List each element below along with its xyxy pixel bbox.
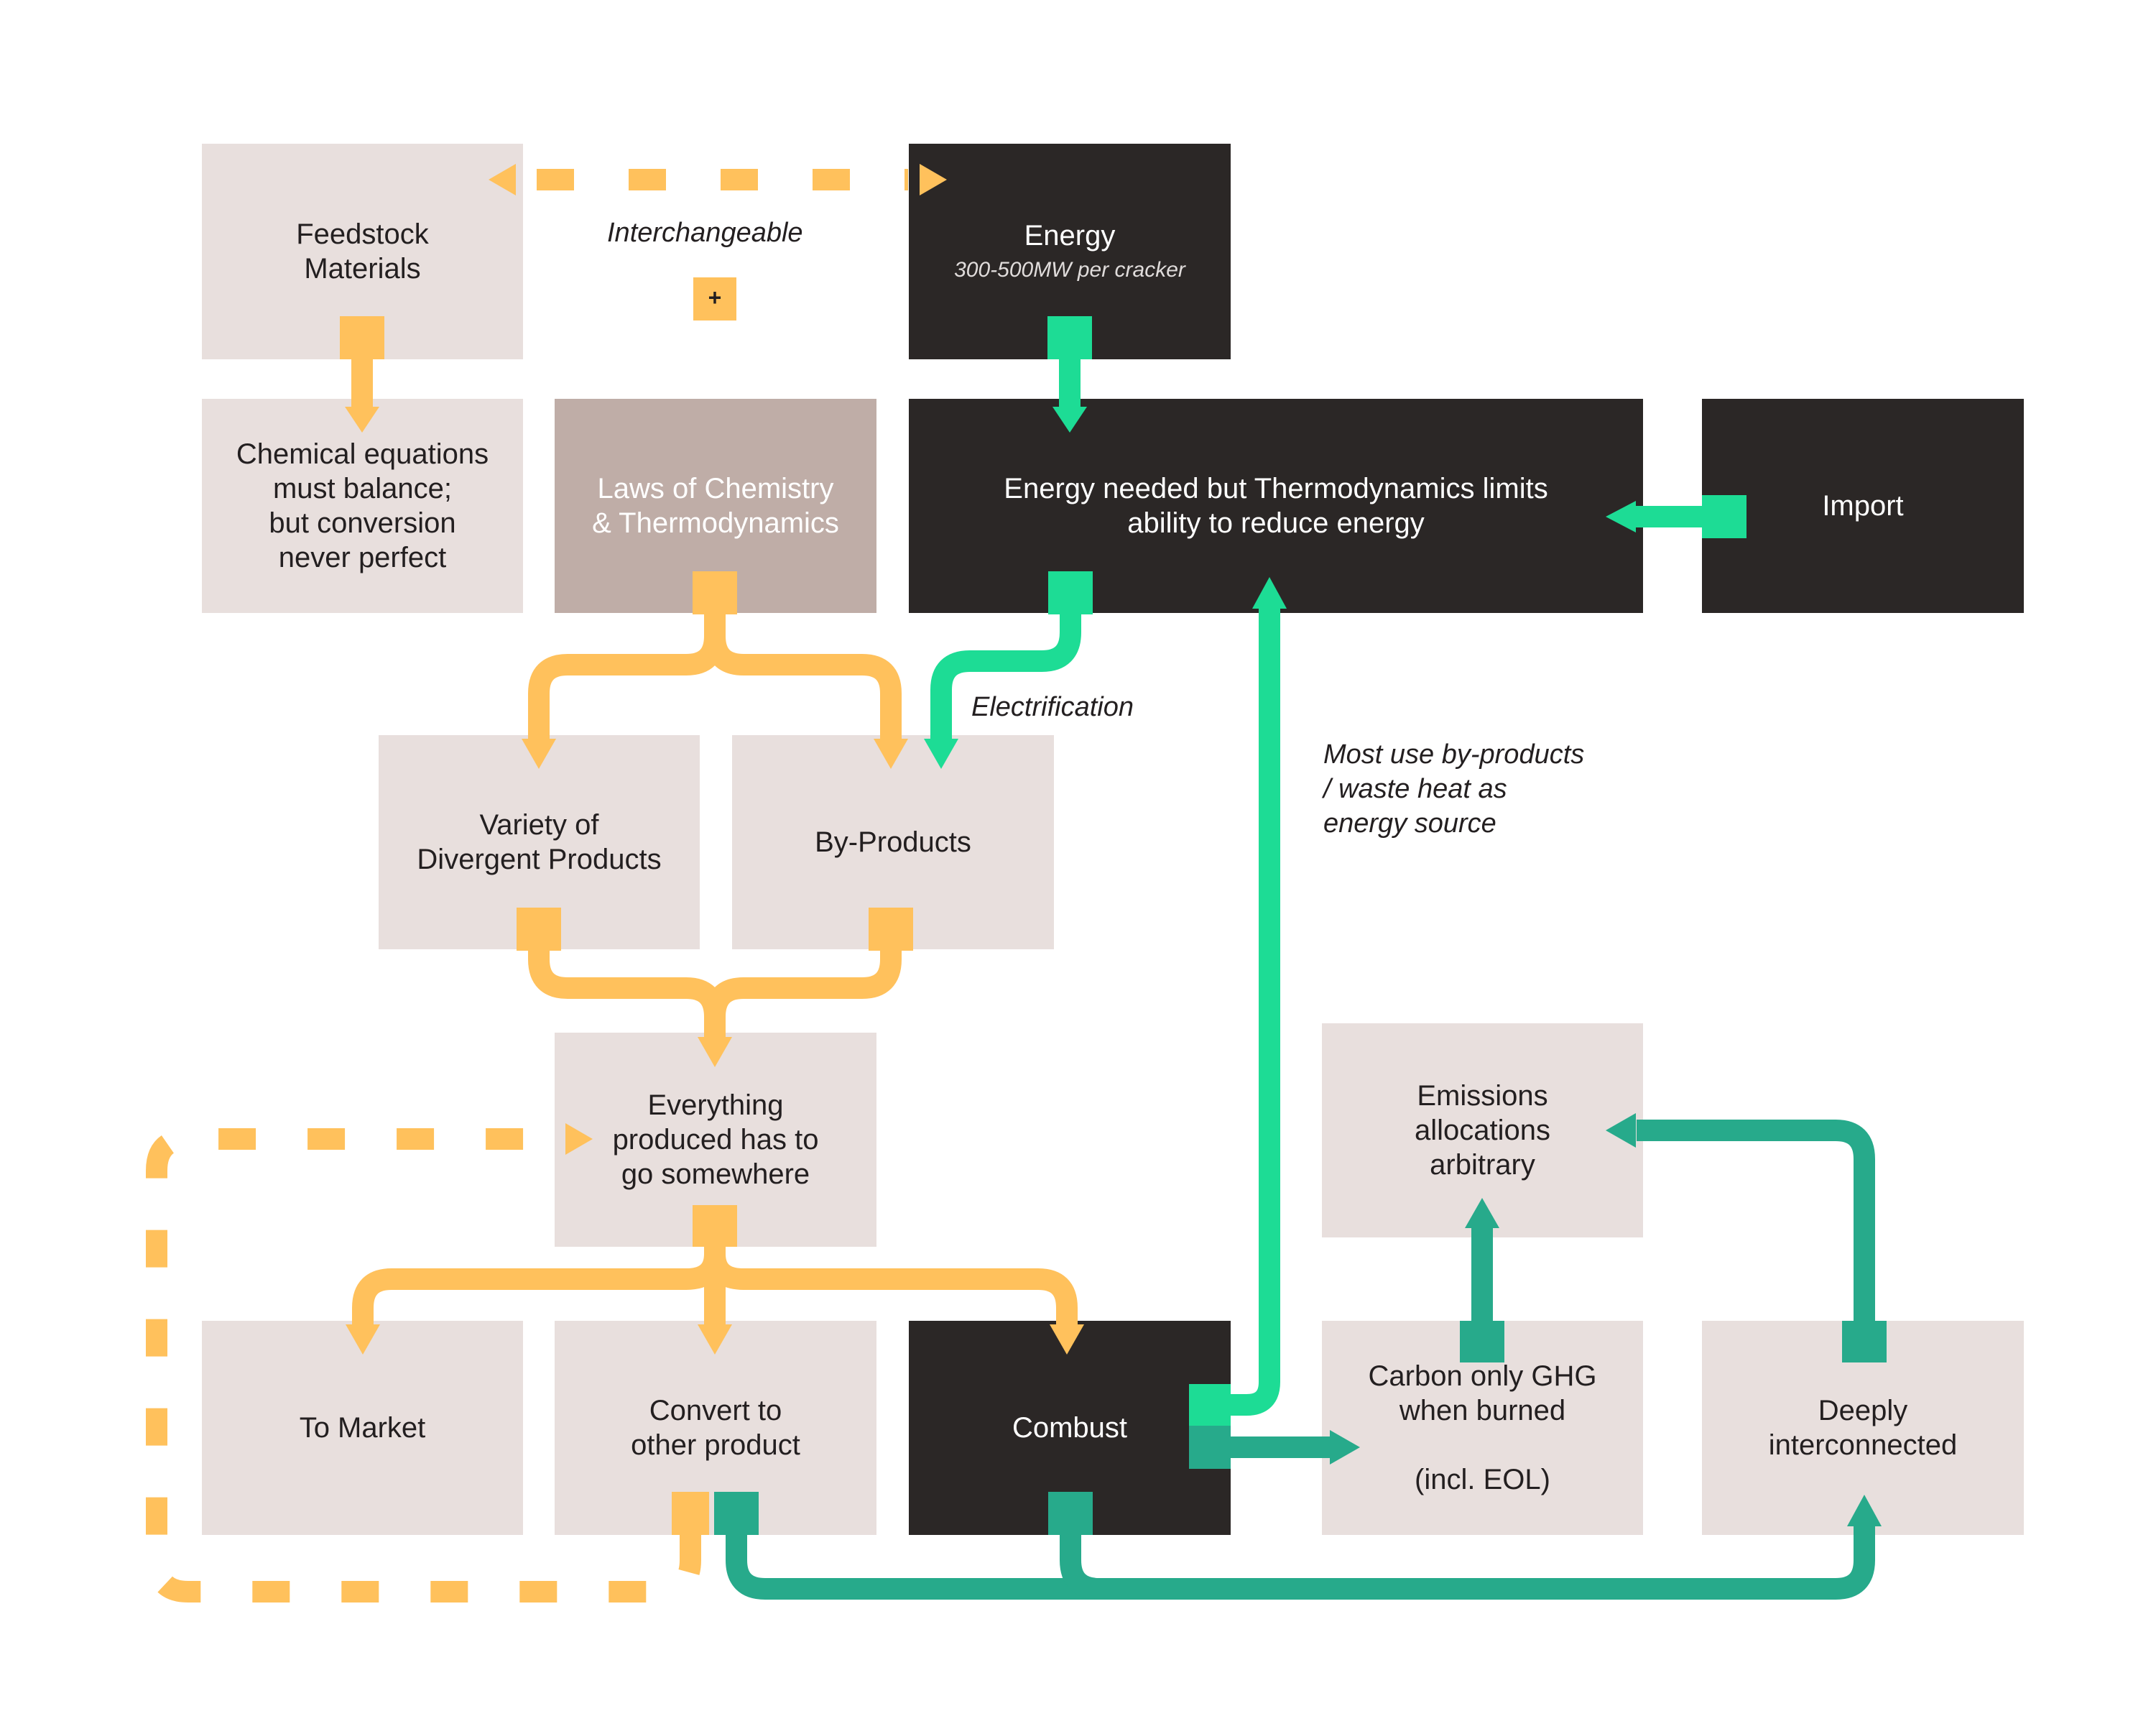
connector-tab bbox=[1189, 1384, 1231, 1426]
node-label: Combust bbox=[1012, 1412, 1128, 1444]
connector-tab bbox=[869, 908, 913, 951]
connector-tab bbox=[1048, 571, 1093, 614]
connector-tab bbox=[693, 1205, 737, 1247]
arrowhead-left bbox=[1606, 1113, 1636, 1148]
branch-to-market bbox=[352, 1247, 726, 1326]
connector-tab bbox=[1048, 1492, 1093, 1535]
node-everything-produced: Everything produced has to go somewhere bbox=[555, 1033, 876, 1247]
most-use-by-products-label: Most use by-products / waste heat as ene… bbox=[1323, 739, 1585, 839]
interchangeable-label: Interchangeable bbox=[607, 218, 803, 248]
node-label: Feedstock Materials bbox=[296, 218, 429, 285]
arrowhead-down bbox=[1052, 407, 1087, 433]
node-label: Variety of Divergent Products bbox=[417, 809, 662, 875]
arrowhead-down bbox=[346, 1324, 380, 1355]
arrowhead-up bbox=[1252, 577, 1287, 609]
node-label: Energy needed but Thermodynamics limits … bbox=[1004, 473, 1548, 539]
node-label: Emissions allocations arbitrary bbox=[1414, 1080, 1550, 1181]
to-deeply-interconnected bbox=[726, 1526, 1875, 1600]
connector-tab bbox=[693, 571, 737, 614]
arrowhead-left bbox=[1606, 501, 1636, 532]
arrowhead-down bbox=[345, 407, 379, 433]
arrowhead-left bbox=[489, 164, 516, 195]
plus-sign: + bbox=[708, 285, 722, 310]
node-to-market: To Market bbox=[202, 1321, 523, 1535]
arrowhead-right bbox=[1330, 1430, 1360, 1465]
arrowhead-down bbox=[698, 1037, 732, 1067]
connector-tab bbox=[1189, 1426, 1231, 1469]
electrification-label: Electrification bbox=[971, 692, 1134, 722]
node-label: By-Products bbox=[815, 826, 971, 858]
arrowhead-down bbox=[698, 1324, 732, 1355]
plus-badge bbox=[693, 277, 736, 320]
node-energy: Energy 300-500MW per cracker bbox=[909, 144, 1231, 359]
electrification-line bbox=[930, 614, 1081, 740]
node-label: To Market bbox=[299, 1412, 426, 1444]
connector-tab bbox=[1842, 1321, 1887, 1362]
arrowhead-right bbox=[565, 1123, 593, 1155]
connector-tab bbox=[1460, 1321, 1504, 1362]
node-label: Import bbox=[1822, 490, 1904, 522]
arrowhead-down bbox=[522, 739, 556, 769]
recycle-dashed-loop bbox=[146, 1128, 701, 1602]
combust-join-line bbox=[1060, 1535, 1100, 1600]
node-label: Deeply interconnected bbox=[1768, 1395, 1958, 1461]
node-import: Import bbox=[1702, 399, 2024, 613]
node-sublabel: 300-500MW per cracker bbox=[954, 258, 1185, 282]
arrowhead-down bbox=[924, 739, 958, 769]
node-label: Chemical equations must balance; but con… bbox=[236, 438, 489, 573]
branch-to-by-products bbox=[704, 614, 902, 740]
connector-tab bbox=[714, 1492, 759, 1535]
node-emissions-allocations: Emissions allocations arbitrary bbox=[1322, 1023, 1643, 1237]
arrowhead-down bbox=[874, 739, 908, 769]
node-label: Laws of Chemistry & Thermodynamics bbox=[592, 473, 839, 539]
interconnected-to-emissions bbox=[1637, 1120, 1875, 1321]
node-chemical-equations: Chemical equations must balance; but con… bbox=[202, 399, 523, 613]
branch-to-combust bbox=[704, 1247, 1078, 1326]
arrowhead-down bbox=[1050, 1324, 1084, 1355]
connector-tab bbox=[517, 908, 561, 951]
branch-to-variety bbox=[528, 614, 726, 740]
merge-from-by-products bbox=[704, 951, 902, 1038]
node-label: Energy bbox=[1024, 220, 1116, 252]
waste-heat-return-line bbox=[1231, 607, 1280, 1416]
connector-tab bbox=[672, 1492, 709, 1535]
node-label: Everything produced has to go somewhere bbox=[612, 1089, 819, 1190]
node-label: Carbon only GHG when burned (incl. EOL) bbox=[1368, 1360, 1597, 1495]
connector-tab bbox=[1702, 495, 1746, 538]
node-energy-needed: Energy needed but Thermodynamics limits … bbox=[909, 399, 1643, 613]
arrowhead-right bbox=[920, 164, 947, 195]
connector-tab bbox=[340, 316, 384, 359]
node-label: Convert to other product bbox=[631, 1395, 800, 1461]
merge-from-variety bbox=[528, 951, 726, 1038]
arrowhead-up bbox=[1847, 1495, 1882, 1526]
connector-tab bbox=[1047, 316, 1092, 359]
arrowhead-up bbox=[1465, 1198, 1499, 1228]
